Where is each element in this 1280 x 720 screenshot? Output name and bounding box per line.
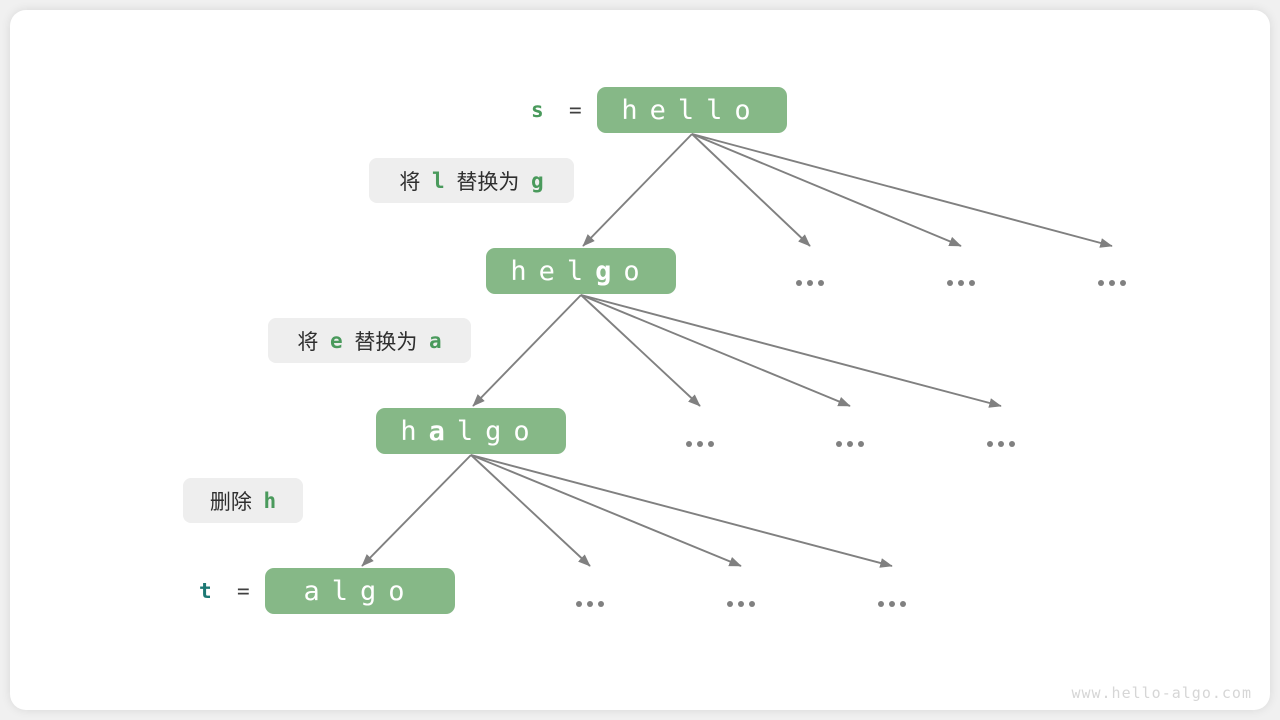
ellipsis-marker (686, 441, 714, 447)
node-char: l (456, 415, 486, 447)
ellipsis-dot (1109, 280, 1115, 286)
ellipsis-dot (749, 601, 755, 607)
ellipsis-dot (576, 601, 582, 607)
node-char-highlighted: a (428, 415, 457, 447)
ellipsis-dot (947, 280, 953, 286)
ellipsis-dot (1009, 441, 1015, 447)
ellipsis-dot (1098, 280, 1104, 286)
node-char: g (360, 575, 389, 607)
ellipsis-dot (697, 441, 703, 447)
ellipsis-dot (796, 280, 802, 286)
operation-char-from: e (330, 328, 343, 353)
ellipsis-dot (836, 441, 842, 447)
node-char: l (331, 575, 360, 607)
ellipsis-marker (576, 601, 604, 607)
ellipsis-dot (987, 441, 993, 447)
node-char: e (538, 255, 567, 287)
ellipsis-dot (889, 601, 895, 607)
ellipsis-dot (598, 601, 604, 607)
ellipsis-marker (1098, 280, 1126, 286)
node-char: h (621, 94, 650, 126)
node-char: h (400, 415, 429, 447)
ellipsis-dot (738, 601, 744, 607)
ellipsis-marker (878, 601, 906, 607)
ellipsis-dot (1120, 280, 1126, 286)
ellipsis-marker (727, 601, 755, 607)
ellipsis-dot (998, 441, 1004, 447)
ellipsis-dot (587, 601, 593, 607)
ellipsis-dot (958, 280, 964, 286)
operation-label-op-replace-l-g: 将 l 替换为 g (369, 158, 574, 203)
variable-name: t (199, 579, 212, 603)
ellipsis-marker (796, 280, 824, 286)
variable-name: s (531, 98, 544, 122)
ellipsis-dot (847, 441, 853, 447)
operation-char-to: a (429, 328, 442, 353)
ellipsis-dot (878, 601, 884, 607)
node-char: e (649, 94, 678, 126)
node-char: o (388, 575, 417, 607)
operation-char-to: g (531, 168, 544, 193)
operation-char-from: l (432, 168, 445, 193)
ellipsis-marker (947, 280, 975, 286)
ellipsis-dot (818, 280, 824, 286)
node-char: o (513, 415, 542, 447)
node-char: l (566, 255, 596, 287)
operation-label-op-delete-h: 删除 h (183, 478, 303, 523)
variable-label-s: s = (531, 98, 582, 122)
operation-connector: 替换为 (342, 330, 429, 354)
equals-sign: = (543, 98, 582, 122)
ellipsis-dot (686, 441, 692, 447)
ellipsis-dot (708, 441, 714, 447)
ellipsis-marker (987, 441, 1015, 447)
node-char: g (485, 415, 514, 447)
operation-connector: 替换为 (444, 170, 531, 194)
ellipsis-dot (727, 601, 733, 607)
node-char: a (303, 575, 332, 607)
watermark: www.hello-algo.com (1071, 684, 1252, 702)
operation-verb: 将 (399, 170, 432, 194)
equals-sign: = (211, 579, 250, 603)
node-char-highlighted: g (595, 255, 624, 287)
ellipsis-dot (900, 601, 906, 607)
operation-verb: 将 (297, 330, 330, 354)
variable-label-t: t = (199, 579, 250, 603)
ellipsis-marker (836, 441, 864, 447)
ellipsis-dot (969, 280, 975, 286)
node-char: o (623, 255, 652, 287)
ellipsis-dot (807, 280, 813, 286)
operation-char-from: h (263, 488, 277, 513)
operation-label-op-replace-e-a: 将 e 替换为 a (268, 318, 471, 363)
node-char: l (706, 94, 735, 126)
operation-verb: 删除 (209, 490, 264, 514)
node-char: o (734, 94, 763, 126)
ellipsis-dot (858, 441, 864, 447)
node-char: l (677, 94, 707, 126)
node-char: h (510, 255, 539, 287)
